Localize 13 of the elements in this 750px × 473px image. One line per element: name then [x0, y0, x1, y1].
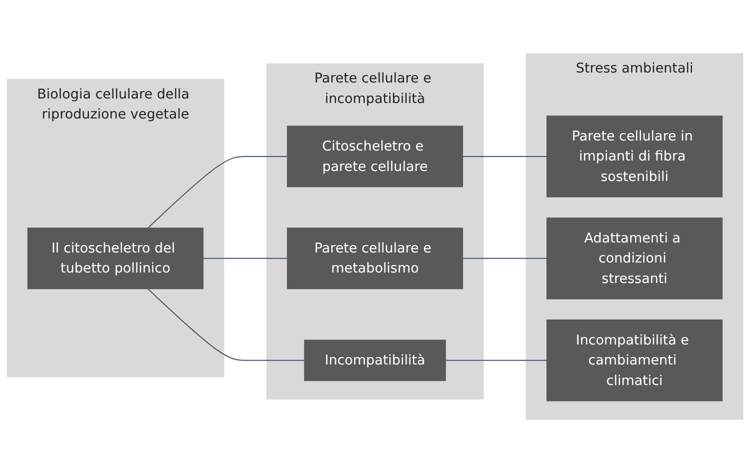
- node-box: Incompatibilità: [304, 340, 446, 382]
- node-box: Parete cellulare in impianti di fibra sostenibili: [546, 116, 723, 198]
- connector: [147, 288, 305, 361]
- connector: [203, 258, 288, 259]
- connector: [147, 156, 288, 228]
- node-box: Incompatibilità e cambiamenti climatici: [546, 320, 723, 402]
- node-box: Citoscheletro e parete cellulare: [286, 126, 464, 188]
- connector: [462, 156, 547, 157]
- node-box: Parete cellulare e metabolismo: [286, 228, 464, 290]
- connector: [445, 360, 547, 361]
- node-box: Il citoscheletro del tubetto pollinico: [27, 228, 204, 290]
- connector: [462, 258, 547, 259]
- node-box: Adattamenti a condizioni stressanti: [546, 218, 723, 300]
